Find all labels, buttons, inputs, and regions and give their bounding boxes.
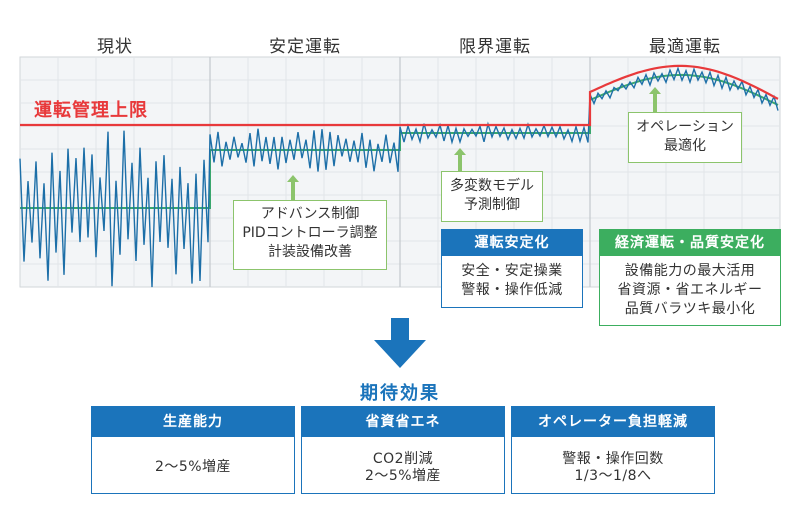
- effect-line: 2～5%増産: [154, 459, 232, 475]
- callout-mpc: 多変数モデル 予測制御: [441, 171, 543, 222]
- effect-energy: 省資省エネ CO2削減 2～5%増産: [301, 406, 505, 494]
- limit-line: [20, 64, 779, 127]
- effect-line: CO2削減: [372, 451, 434, 467]
- stable-operation-box: 運転安定化 安全・安定操業 警報・操作低減: [441, 229, 583, 308]
- box-line: 設備能力の最大活用: [624, 263, 756, 279]
- effect-energy-title: 省資省エネ: [302, 407, 504, 437]
- expected-effects-title: 期待効果: [360, 383, 440, 404]
- callout-advanced-control: アドバンス制御 PIDコントローラ調整 計装設備改善: [233, 200, 387, 270]
- phase-limit: 限界運転: [459, 37, 531, 57]
- callout-line: PIDコントローラ調整: [242, 225, 378, 241]
- arrow-advanced-stem: [291, 182, 295, 200]
- effect-production: 生産能力 2～5%増産: [91, 406, 295, 494]
- process-signal: [19, 66, 779, 288]
- economic-operation-title: 経済運転・品質安定化: [600, 230, 780, 256]
- arrow-mpc-stem: [458, 155, 462, 171]
- callout-line: 計装設備改善: [268, 244, 352, 260]
- arrow-operation-icon: [649, 87, 661, 94]
- box-line: 安全・安定操業: [461, 263, 563, 279]
- arrow-operation-stem: [653, 94, 657, 112]
- stable-operation-title: 運転安定化: [442, 230, 582, 256]
- effect-energy-body: CO2削減 2～5%増産: [302, 437, 504, 485]
- limit-label: 運転管理上限: [34, 100, 148, 121]
- effect-production-title: 生産能力: [92, 407, 294, 437]
- effect-production-body: 2～5%増産: [92, 437, 294, 476]
- effect-line: 2～5%増産: [364, 468, 442, 484]
- effect-line: 警報・操作回数: [562, 451, 664, 467]
- callout-operation: オペレーション 最適化: [628, 112, 742, 163]
- box-line: 省資源・省エネルギー: [617, 282, 763, 298]
- effect-operator-title: オペレーター負担軽減: [512, 407, 714, 437]
- economic-operation-body: 設備能力の最大活用 省資源・省エネルギー 品質バラツキ最小化: [600, 256, 780, 319]
- callout-line: 最適化: [664, 138, 706, 154]
- arrow-mpc-icon: [454, 148, 466, 155]
- callout-line: 予測制御: [464, 197, 520, 213]
- stable-operation-body: 安全・安定操業 警報・操作低減: [442, 256, 582, 300]
- effect-operator-body: 警報・操作回数 1/3～1/8へ: [512, 437, 714, 485]
- down-arrow-icon: [374, 318, 426, 368]
- callout-line: アドバンス制御: [260, 206, 360, 222]
- arrow-advanced-icon: [287, 175, 299, 182]
- phase-current: 現状: [97, 37, 133, 57]
- box-line: 警報・操作低減: [461, 282, 563, 298]
- box-line: 品質バラツキ最小化: [624, 301, 756, 317]
- effect-operator: オペレーター負担軽減 警報・操作回数 1/3～1/8へ: [511, 406, 715, 494]
- callout-line: オペレーション: [636, 119, 734, 135]
- economic-operation-box: 経済運転・品質安定化 設備能力の最大活用 省資源・省エネルギー 品質バラツキ最小…: [599, 229, 781, 326]
- phase-optimal: 最適運転: [649, 37, 721, 57]
- phase-stable: 安定運転: [269, 37, 341, 57]
- callout-line: 多変数モデル: [450, 178, 534, 194]
- effect-line: 1/3～1/8へ: [574, 468, 652, 484]
